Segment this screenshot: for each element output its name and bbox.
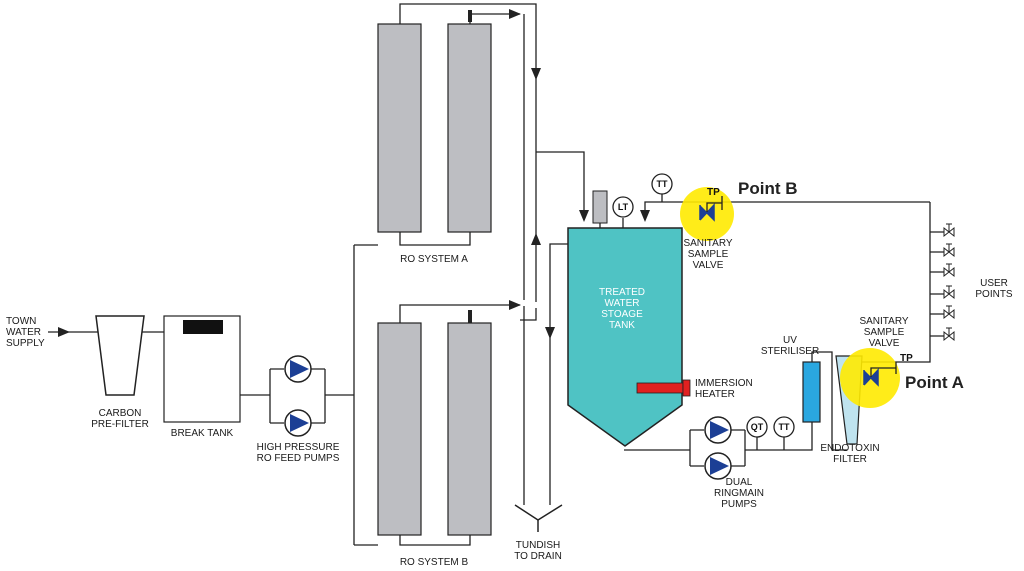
user-point-valves bbox=[943, 223, 955, 342]
instrument-qt-label: QT bbox=[751, 422, 764, 432]
treated-water-tank bbox=[567, 227, 683, 447]
label-town-water-3: SUPPLY bbox=[6, 338, 45, 349]
instrument-tt-bottom-label: TT bbox=[779, 422, 790, 432]
label-town-water-2: WATER bbox=[6, 327, 41, 338]
label-user-2: POINTS bbox=[975, 289, 1013, 300]
immersion-heater bbox=[636, 382, 684, 394]
pump-icon bbox=[704, 452, 732, 480]
arrow-icon bbox=[531, 233, 541, 245]
label-tundish-2: TO DRAIN bbox=[514, 551, 562, 562]
label-heater-1: IMMERSION bbox=[695, 378, 753, 389]
label-sv-a-2: SAMPLE bbox=[864, 327, 905, 338]
valve-icon bbox=[943, 263, 955, 278]
arrow-icon bbox=[509, 9, 521, 19]
label-tank-3: STOAGE bbox=[601, 309, 643, 320]
label-carbon-2: PRE-FILTER bbox=[91, 419, 149, 430]
arrow-icon bbox=[545, 327, 555, 339]
valve-icon bbox=[943, 327, 955, 342]
ro-a-membrane-1 bbox=[377, 23, 422, 233]
uv-steriliser bbox=[802, 361, 821, 423]
pipe-ro-feed-header bbox=[353, 244, 378, 546]
label-ro-b: RO SYSTEM B bbox=[400, 557, 469, 568]
instrument-qt: QT bbox=[746, 416, 768, 450]
label-tundish-1: TUNDISH bbox=[516, 540, 560, 551]
label-sv-a-3: VALVE bbox=[869, 338, 900, 349]
arrow-icon bbox=[531, 68, 541, 80]
pump-icon bbox=[284, 355, 312, 383]
label-tp-a: TP bbox=[900, 353, 913, 364]
label-hp-pumps-2: RO FEED PUMPS bbox=[257, 453, 340, 464]
label-sv-b-1: SANITARY bbox=[683, 238, 732, 249]
tank-vent-filter bbox=[592, 190, 608, 224]
arrow-icon bbox=[640, 210, 650, 222]
pipework bbox=[48, 3, 944, 546]
valve-icon bbox=[699, 196, 723, 222]
label-hp-pumps-1: HIGH PRESSURE bbox=[257, 442, 340, 453]
immersion-heater-flange bbox=[682, 379, 691, 397]
valve-icon bbox=[943, 285, 955, 300]
label-ringmain-3: PUMPS bbox=[721, 499, 757, 510]
instrument-tt-bottom: TT bbox=[773, 416, 795, 450]
instrument-lt: LT bbox=[612, 196, 634, 218]
label-ringmain-2: RINGMAIN bbox=[714, 488, 764, 499]
label-heater-2: HEATER bbox=[695, 389, 735, 400]
instrument-lt-label: LT bbox=[618, 202, 629, 212]
break-tank-level-screen bbox=[183, 320, 223, 334]
instrument-tt-top: TT bbox=[651, 173, 673, 202]
ro-b-membrane-2 bbox=[447, 322, 492, 536]
instrument-tt-top-label: TT bbox=[657, 179, 668, 189]
valve-icon bbox=[943, 243, 955, 258]
valve-icon bbox=[943, 305, 955, 320]
label-sv-b-3: VALVE bbox=[693, 260, 724, 271]
label-ringmain-1: DUAL bbox=[726, 477, 753, 488]
label-uv-2: STERILISER bbox=[761, 346, 819, 357]
label-tank-4: TANK bbox=[609, 320, 635, 331]
pipe-permeate bbox=[520, 80, 585, 321]
label-tank-1: TREATED bbox=[599, 287, 645, 298]
label-town-water-1: TOWN bbox=[6, 316, 36, 327]
label-endotoxin-1: ENDOTOXIN bbox=[820, 443, 879, 454]
tank-nozzles bbox=[599, 218, 624, 228]
valve-icon bbox=[863, 362, 897, 387]
pipe-uv-to-filter bbox=[811, 351, 847, 451]
label-tp-b: TP bbox=[707, 187, 720, 198]
label-ro-a: RO SYSTEM A bbox=[400, 254, 468, 265]
pipe-tank-outlet bbox=[624, 422, 813, 467]
label-point-a: Point A bbox=[905, 373, 964, 392]
tundish-icon bbox=[514, 504, 563, 532]
label-carbon-1: CARBON bbox=[99, 408, 142, 419]
ro-a-membrane-2 bbox=[447, 23, 492, 233]
pipe-hp-manifold bbox=[269, 368, 354, 424]
pipe-user-points bbox=[930, 231, 944, 337]
arrow-icon bbox=[509, 300, 521, 310]
flow-arrows bbox=[58, 9, 650, 339]
pump-icon bbox=[284, 409, 312, 437]
arrow-icon bbox=[58, 327, 70, 337]
label-point-b: Point B bbox=[738, 179, 798, 198]
pump-icon bbox=[704, 416, 732, 444]
ro-b-membrane-1 bbox=[377, 322, 422, 536]
label-break-tank: BREAK TANK bbox=[171, 428, 234, 439]
carbon-prefilter bbox=[95, 315, 145, 396]
valve-icon bbox=[943, 223, 955, 238]
pipe-overflow bbox=[549, 243, 568, 505]
arrow-icon bbox=[579, 210, 589, 222]
label-endotoxin-2: FILTER bbox=[833, 454, 867, 465]
label-uv-1: UV bbox=[783, 335, 797, 346]
label-sv-b-2: SAMPLE bbox=[688, 249, 729, 260]
label-user-1: USER bbox=[980, 278, 1008, 289]
label-tank-2: WATER bbox=[605, 298, 640, 309]
label-sv-a-1: SANITARY bbox=[859, 316, 908, 327]
